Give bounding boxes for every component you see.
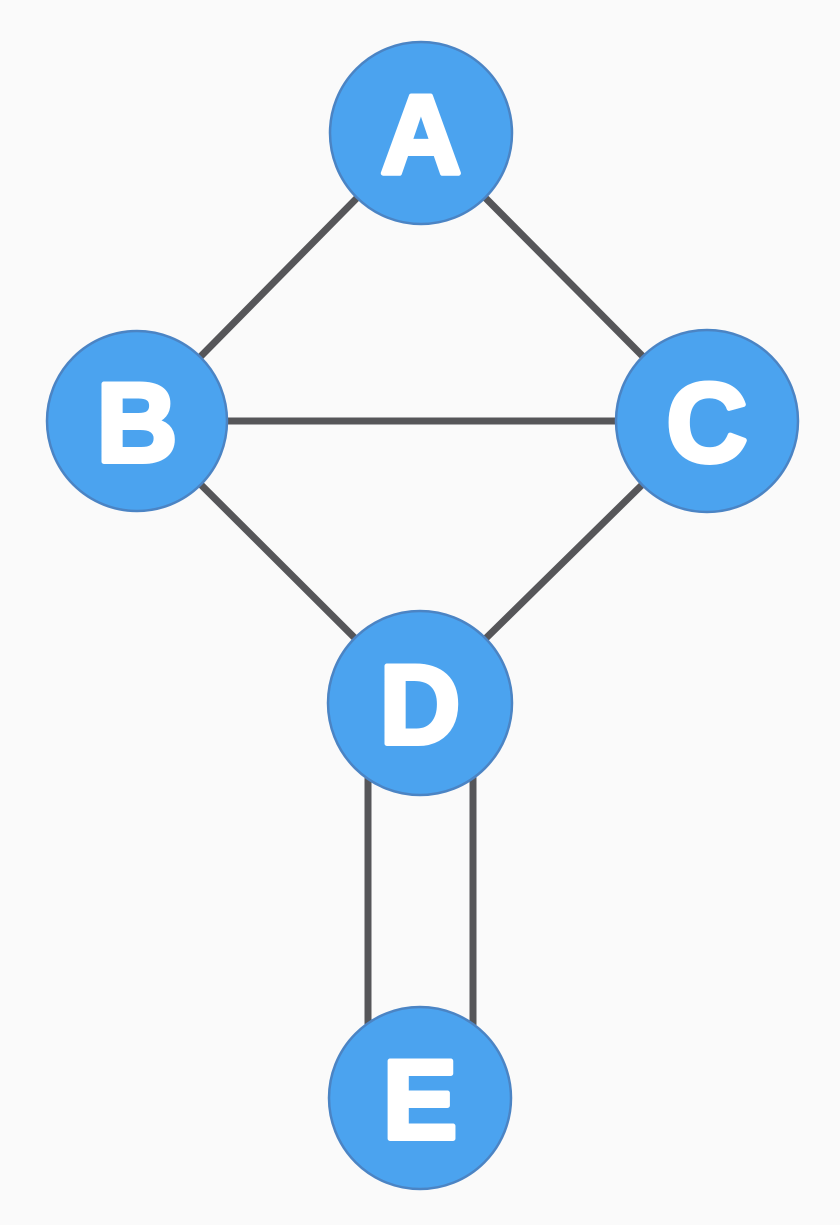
- node-label-E: E: [383, 1037, 458, 1162]
- node-circle-E: [327, 1005, 513, 1191]
- node-circle-A: [328, 40, 514, 226]
- node-B: B: [45, 329, 229, 513]
- node-circle-D: [326, 609, 514, 797]
- node-E: E: [327, 1005, 513, 1191]
- node-D: D: [326, 609, 514, 797]
- node-label-C: C: [667, 360, 748, 485]
- node-circle-B: [45, 329, 229, 513]
- node-label-A: A: [381, 72, 462, 197]
- node-A: A: [328, 40, 514, 226]
- node-label-D: D: [380, 642, 461, 767]
- node-circle-C: [614, 328, 800, 514]
- node-C: C: [614, 328, 800, 514]
- node-label-B: B: [97, 360, 178, 485]
